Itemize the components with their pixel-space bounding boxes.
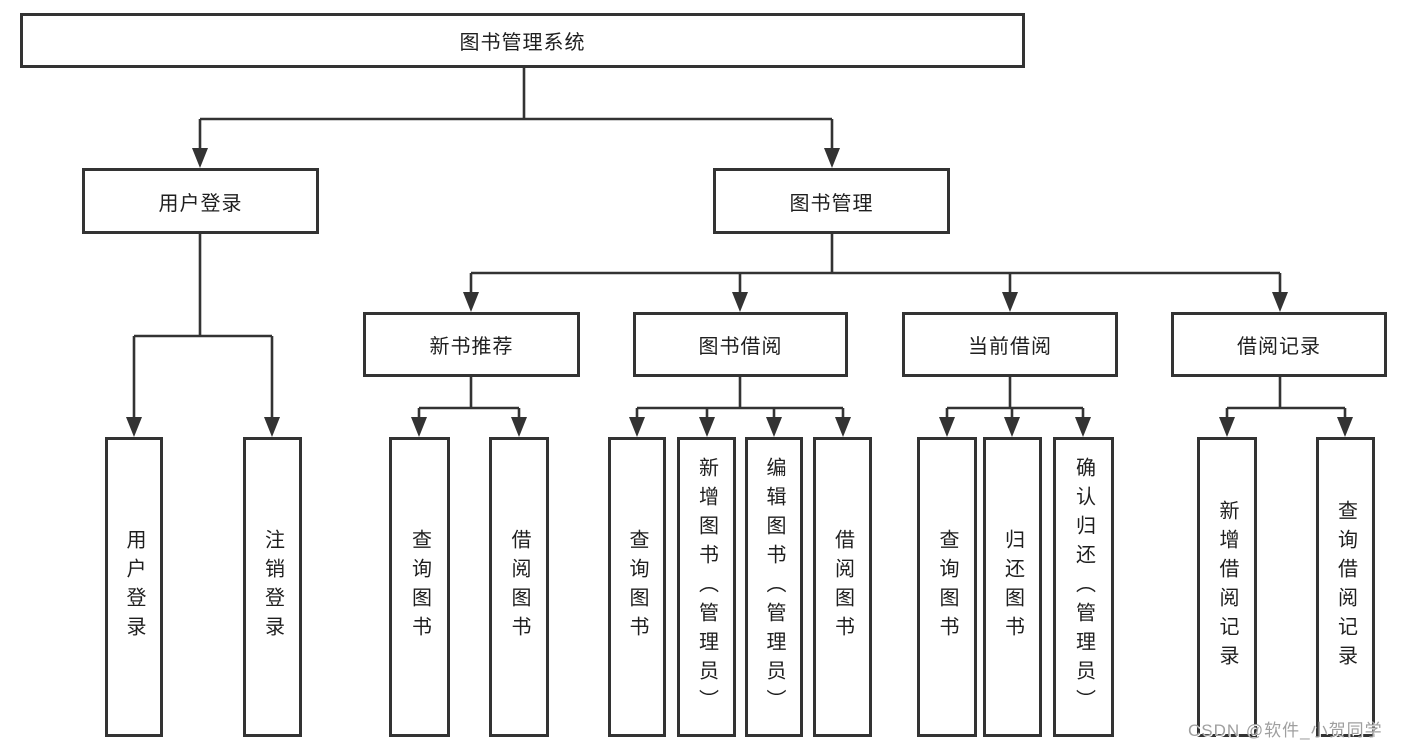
- node-borrow-records-label: 借阅记录: [1237, 336, 1321, 358]
- leaf-query-borrow-record: 查询借阅记录: [1316, 437, 1375, 737]
- leaf-logout-label: 注销登录: [261, 529, 284, 645]
- leaf-return-book-label: 归还图书: [1001, 529, 1024, 645]
- leaf-borrow-books-label: 借阅图书: [831, 529, 854, 645]
- leaf-query-books-borrow: 查询图书: [608, 437, 666, 737]
- leaf-borrow-books-recommend: 借阅图书: [489, 437, 549, 737]
- node-user-login: 用户登录: [82, 168, 319, 234]
- leaf-edit-book-admin-label: 编辑图书（管理员）: [763, 456, 785, 718]
- leaf-query-borrow-record-label: 查询借阅记录: [1334, 500, 1357, 674]
- node-root: 图书管理系统: [20, 13, 1025, 68]
- leaf-query-books-current: 查询图书: [917, 437, 977, 737]
- leaf-add-borrow-record-label: 新增借阅记录: [1216, 500, 1238, 674]
- leaf-query-books-recommend: 查询图书: [389, 437, 450, 737]
- node-new-book-recommend: 新书推荐: [363, 312, 580, 377]
- node-root-label: 图书管理系统: [459, 32, 586, 54]
- node-borrow-records: 借阅记录: [1171, 312, 1387, 377]
- leaf-logout: 注销登录: [243, 437, 302, 737]
- leaf-add-book-admin-label: 新增图书（管理员）: [695, 456, 718, 718]
- leaf-confirm-return-admin-label: 确认归还（管理员）: [1072, 456, 1095, 718]
- node-book-management: 图书管理: [713, 168, 950, 234]
- leaf-query-books-borrow-label: 查询图书: [626, 529, 648, 645]
- leaf-query-books-recommend-label: 查询图书: [408, 529, 431, 645]
- node-current-borrow-label: 当前借阅: [968, 336, 1052, 358]
- leaf-return-book: 归还图书: [983, 437, 1042, 737]
- node-book-management-label: 图书管理: [789, 192, 874, 215]
- node-new-book-recommend-label: 新书推荐: [429, 336, 514, 358]
- node-user-login-label: 用户登录: [158, 192, 243, 215]
- watermark: CSDN @软件_小贺同学: [1188, 721, 1383, 740]
- node-book-borrow: 图书借阅: [633, 312, 848, 377]
- leaf-query-books-current-label: 查询图书: [936, 529, 958, 645]
- leaf-confirm-return-admin: 确认归还（管理员）: [1053, 437, 1114, 737]
- node-book-borrow-label: 图书借阅: [698, 336, 783, 358]
- node-current-borrow: 当前借阅: [902, 312, 1118, 377]
- leaf-add-book-admin: 新增图书（管理员）: [677, 437, 736, 737]
- leaf-user-login-label: 用户登录: [123, 529, 145, 645]
- leaf-borrow-books: 借阅图书: [813, 437, 872, 737]
- leaf-edit-book-admin: 编辑图书（管理员）: [745, 437, 803, 737]
- leaf-user-login: 用户登录: [105, 437, 163, 737]
- leaf-add-borrow-record: 新增借阅记录: [1197, 437, 1257, 737]
- leaf-borrow-books-recommend-label: 借阅图书: [508, 529, 530, 645]
